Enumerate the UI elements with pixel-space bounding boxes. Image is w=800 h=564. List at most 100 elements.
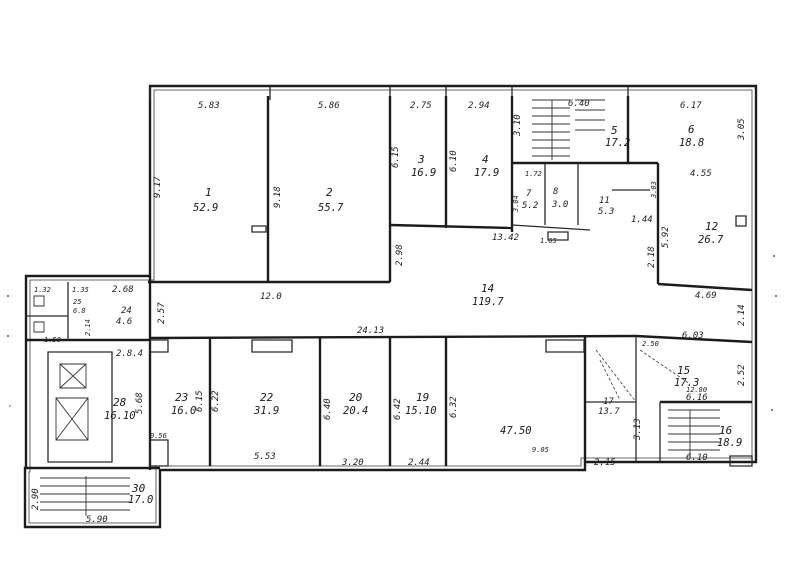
dimension-label: 2.90 [31, 488, 41, 510]
dimension-label: 3.05 [737, 118, 747, 141]
dimension-label: 6.10 [686, 453, 708, 463]
dimension-label: 2.98 [395, 244, 405, 266]
room-area: 16.10 [104, 410, 136, 422]
dimension-label: 24.13 [357, 326, 384, 336]
dimension-label: 6.22 [211, 390, 221, 412]
room-number: 3 [417, 153, 425, 166]
room-20: 20 20.4 [343, 391, 368, 417]
room-28: 28 16.10 [104, 396, 136, 422]
room-8: 8 3.0 [551, 187, 568, 210]
room-area: 26.7 [698, 234, 724, 246]
room-area: 6.8 [73, 307, 86, 315]
dimension-label: 1.44 [631, 215, 653, 225]
dimension-label: 12.0 [260, 292, 282, 302]
room-number: 25 [73, 298, 81, 306]
dimension-label: 6.40 [568, 99, 590, 109]
room-24: 24 4.6 [116, 306, 132, 327]
room-labels: 1 52.9 2 55.7 3 16.9 4 17.9 5 17.2 6 18.… [73, 123, 742, 506]
dimension-label: 2.44 [408, 458, 430, 468]
dimension-label: 2.14 [84, 319, 92, 336]
dimension-label: 1.35 [72, 286, 89, 294]
large-room-area: 47.50 [500, 425, 532, 437]
dimension-label: 9.18 [273, 186, 283, 208]
dimension-label: 2.8.4 [116, 349, 143, 359]
room-number: 30 [131, 482, 146, 495]
room-7: 7 5.2 [522, 189, 538, 211]
room-16: 16 18.9 [717, 424, 742, 449]
dimension-labels: 5.83 5.86 2.75 2.94 6.40 6.17 3.05 9.17 … [31, 99, 747, 525]
dimension-label: 6.10 [449, 150, 459, 172]
room-area: 17.2 [605, 137, 630, 149]
dimension-label: 6.17 [680, 101, 702, 111]
room-1: 1 52.9 [193, 186, 218, 214]
dimension-label: 4.55 [690, 169, 712, 179]
scan-marks [7, 255, 777, 411]
dimension-label: 2.14 [737, 304, 747, 326]
room-12: 12 26.7 [698, 220, 724, 246]
room-area: 17.0 [128, 494, 153, 506]
dimension-label: 9.17 [153, 176, 163, 198]
dimension-label: 4.69 [695, 291, 717, 301]
room-number: 24 [121, 306, 132, 316]
room-number: 19 [416, 391, 429, 404]
room-14: 14 119.7 [472, 282, 504, 308]
dimension-label: 3.13 [633, 418, 643, 441]
room-area: 18.9 [717, 437, 742, 449]
dimension-label: 2.52 [737, 364, 747, 386]
room-area: 3.0 [551, 200, 568, 210]
room-22: 22 31.9 [253, 391, 279, 417]
dimension-label: 5.83 [198, 101, 220, 111]
room-number: 7 [526, 189, 532, 199]
room-number: 22 [260, 391, 274, 404]
dimension-label: 5.92 [661, 226, 671, 248]
dimension-label: 6.40 [323, 398, 333, 420]
dimension-label: 1.50 [44, 336, 61, 344]
room-23: 23 16.0 [171, 391, 196, 417]
room-number: 28 [113, 396, 127, 409]
room-6: 6 18.8 [679, 123, 704, 149]
dimension-label: 5.90 [86, 515, 108, 525]
dimension-label: 2.94 [468, 101, 490, 111]
dimension-label: 2.68 [112, 285, 134, 295]
interior-walls [26, 96, 753, 470]
room-25: 25 6.8 [73, 298, 86, 315]
room-area: 31.9 [253, 405, 279, 417]
room-area: 16.9 [411, 167, 436, 179]
room-19: 19 15.10 [405, 391, 437, 417]
dimension-label: 2.18 [647, 246, 657, 268]
room-number: 8 [553, 187, 558, 197]
room-4: 4 17.9 [474, 153, 499, 179]
dimension-label: 5.68 [135, 392, 145, 414]
dimension-label: 1.72 [525, 170, 542, 178]
dimension-label: 12.80 [686, 386, 707, 394]
room-area: 5.3 [598, 207, 614, 217]
dimension-label: 6.32 [449, 396, 459, 418]
dimension-label: 5.86 [318, 101, 340, 111]
room-number: 11 [599, 196, 610, 206]
room-2: 2 55.7 [318, 186, 344, 214]
dimension-label: 5.53 [254, 452, 276, 462]
dimension-label: 3.10 [513, 114, 523, 137]
room-17: 17 13.7 [598, 397, 620, 417]
room-30: 30 17.0 [128, 482, 153, 506]
dimension-label: 1.32 [34, 286, 51, 294]
dimension-label: 9.05 [532, 446, 549, 454]
dimension-label: 13.42 [492, 233, 519, 243]
room-number: 14 [481, 282, 494, 295]
room-number: 4 [482, 153, 489, 166]
room-number: 2 [326, 186, 333, 199]
dimension-label: 6.03 [682, 331, 704, 341]
dimension-label: 6.42 [393, 398, 403, 420]
room-area: 16.0 [171, 405, 196, 417]
stairs [33, 99, 720, 516]
dimension-label: 6.15 [391, 146, 401, 168]
room-area: 17.9 [474, 167, 499, 179]
dimension-label: 0.56 [150, 432, 167, 440]
room-3: 3 16.9 [411, 153, 436, 179]
dimension-label: 1.65 [540, 237, 557, 245]
dimension-label: 2.15 [594, 458, 616, 468]
room-area: 4.6 [116, 317, 132, 327]
dimension-label: 2.57 [157, 302, 167, 324]
room-area: 5.2 [522, 201, 538, 211]
